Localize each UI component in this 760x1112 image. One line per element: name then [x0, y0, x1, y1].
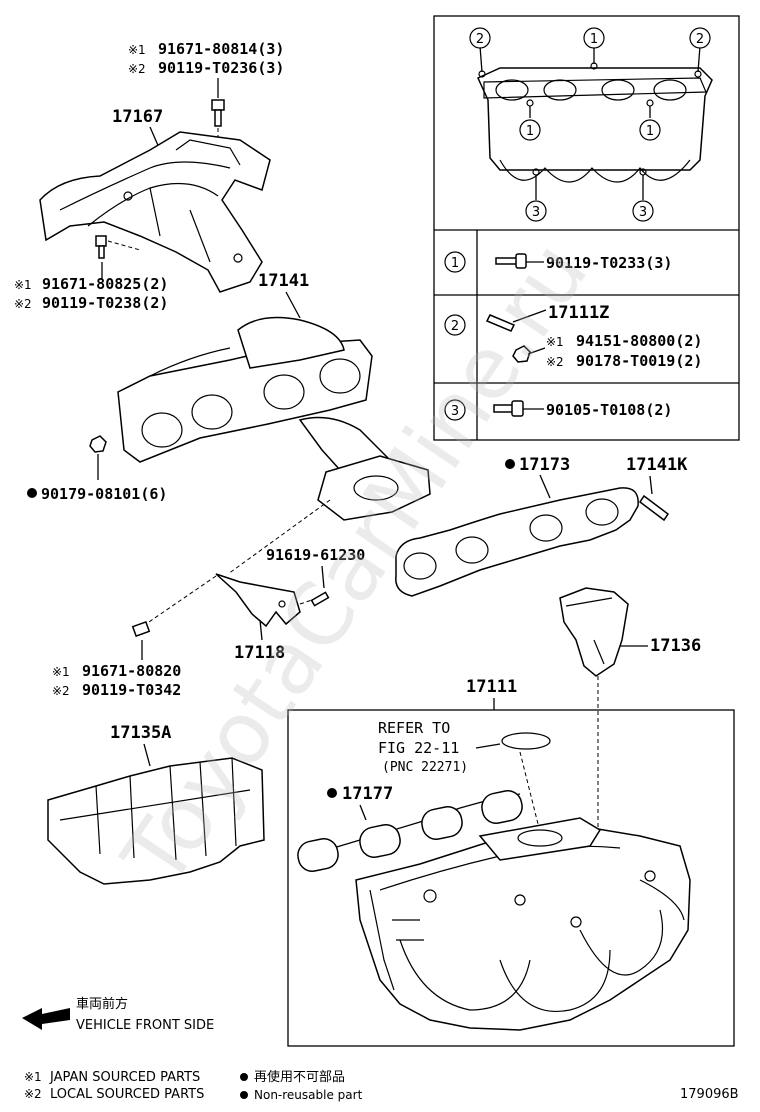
side-bolt-icon — [95, 235, 107, 259]
svg-text:1: 1 — [451, 256, 459, 271]
callout-3-left: 3 — [525, 200, 547, 222]
inset-row-3: 3 90105-T0108(2) — [444, 399, 672, 421]
svg-text:※2: ※2 — [128, 62, 146, 76]
svg-text:1: 1 — [526, 124, 534, 139]
figure-code: 179096B — [680, 1087, 739, 1102]
svg-text:3: 3 — [532, 205, 540, 220]
part-number-90105-T0108[interactable]: 90105-T0108(2) — [546, 401, 672, 419]
part-number-17173[interactable]: 17173 — [519, 455, 570, 475]
svg-text:再使用不可部品: 再使用不可部品 — [254, 1069, 345, 1085]
exhaust-gasket-drawing — [395, 487, 639, 597]
svg-text:※2: ※2 — [24, 1087, 42, 1101]
svg-text:※1: ※1 — [14, 278, 32, 292]
intake-gasket-drawing — [297, 790, 523, 872]
engine-cover-drawing — [47, 757, 265, 885]
part-number-91671-80814[interactable]: 91671-80814(3) — [158, 40, 284, 58]
svg-text:1: 1 — [590, 32, 598, 47]
nut-icon — [512, 345, 531, 363]
inset-row-1: 1 90119-T0233(3) — [444, 251, 672, 273]
callout-2-right: 2 — [689, 27, 711, 49]
label-side-bolt: ※1 91671-80825(2) ※2 90119-T0238(2) — [14, 275, 168, 312]
svg-text:2: 2 — [696, 32, 704, 47]
callout-2-left: 2 — [469, 27, 491, 49]
svg-text:※1: ※1 — [128, 43, 146, 57]
part-number-17118[interactable]: 17118 — [234, 643, 285, 663]
svg-text:LOCAL SOURCED PARTS: LOCAL SOURCED PARTS — [50, 1087, 204, 1102]
non-reusable-dot — [327, 788, 337, 798]
stud-icon — [485, 314, 516, 332]
insulator-17136-drawing — [559, 587, 629, 677]
inset-row-2: 2 17111Z ※1 94151-80800(2) ※2 90178-T001… — [444, 303, 702, 370]
part-number-90119-T0342[interactable]: 90119-T0342 — [82, 681, 181, 699]
callout-3-right: 3 — [632, 200, 654, 222]
part-number-17111[interactable]: 17111 — [466, 677, 517, 697]
bracket-drawing — [215, 573, 301, 628]
top-bolt-icon — [211, 99, 225, 127]
callout-1-left: 1 — [519, 119, 541, 141]
bolt-61230-icon — [310, 591, 330, 607]
part-number-90178-T0019[interactable]: 90178-T0019(2) — [576, 352, 702, 370]
part-number-90119-T0236[interactable]: 90119-T0236(3) — [158, 59, 284, 77]
svg-text:FIG 22-11: FIG 22-11 — [378, 739, 459, 757]
part-number-17177[interactable]: 17177 — [342, 784, 393, 804]
svg-text:REFER TO: REFER TO — [378, 719, 450, 737]
svg-text:※1: ※1 — [52, 665, 70, 679]
part-number-91671-80825[interactable]: 91671-80825(2) — [42, 275, 168, 293]
part-number-17136[interactable]: 17136 — [650, 636, 701, 656]
part-number-90119-T0238[interactable]: 90119-T0238(2) — [42, 294, 168, 312]
part-number-91671-80820[interactable]: 91671-80820 — [82, 662, 181, 680]
svg-text:(PNC 22271): (PNC 22271) — [382, 760, 468, 775]
svg-text:※2: ※2 — [546, 355, 564, 369]
intake-manifold-drawing — [355, 817, 691, 1031]
part-number-17111Z[interactable]: 17111Z — [548, 303, 609, 323]
label-bracket-bolt: ※1 91671-80820 ※2 90119-T0342 — [52, 662, 181, 699]
svg-text:3: 3 — [451, 404, 459, 419]
nut-90179-icon — [89, 435, 107, 453]
svg-text:※2: ※2 — [14, 297, 32, 311]
svg-text:※2: ※2 — [52, 684, 70, 698]
part-number-90179-08101[interactable]: 90179-08101(6) — [41, 485, 167, 503]
svg-text:車両前方: 車両前方 — [76, 996, 128, 1012]
inset-flange-drawing — [477, 62, 713, 183]
bracket-bolt-icon — [131, 620, 151, 638]
non-reusable-dot — [27, 488, 37, 498]
svg-text:※1: ※1 — [24, 1070, 42, 1084]
legend-sourced: ※1 JAPAN SOURCED PARTS ※2 LOCAL SOURCED … — [24, 1069, 363, 1102]
inset-panel: 2 1 2 1 1 3 3 1 — [433, 15, 740, 441]
svg-text:2: 2 — [476, 32, 484, 47]
o-ring-drawing — [501, 732, 551, 750]
intake-manifold-frame — [287, 709, 735, 1047]
callout-1-top: 1 — [583, 27, 605, 49]
flange-bolt-icon — [493, 400, 524, 417]
callout-1-right: 1 — [639, 119, 661, 141]
part-number-17141K[interactable]: 17141K — [626, 455, 688, 475]
part-number-90119-T0233[interactable]: 90119-T0233(3) — [546, 254, 672, 272]
stud-17141K-icon — [638, 494, 670, 522]
svg-text:1: 1 — [646, 124, 654, 139]
svg-text:VEHICLE FRONT SIDE: VEHICLE FRONT SIDE — [76, 1018, 214, 1033]
arrow-left-icon — [22, 1008, 70, 1030]
part-number-17167[interactable]: 17167 — [112, 107, 163, 127]
svg-text:2: 2 — [451, 319, 459, 334]
part-number-94151-80800[interactable]: 94151-80800(2) — [576, 332, 702, 350]
svg-text:JAPAN SOURCED PARTS: JAPAN SOURCED PARTS — [49, 1070, 200, 1085]
heat-insulator-drawing — [39, 131, 271, 293]
label-top-bolt: ※1 91671-80814(3) ※2 90119-T0236(3) — [128, 40, 284, 77]
front-arrow: 車両前方 VEHICLE FRONT SIDE — [22, 996, 214, 1033]
svg-text:Non-reusable part: Non-reusable part — [254, 1088, 363, 1102]
svg-text:3: 3 — [639, 205, 647, 220]
part-number-17141[interactable]: 17141 — [258, 271, 309, 291]
non-reusable-dot — [505, 459, 515, 469]
part-number-91619-61230[interactable]: 91619-61230 — [266, 546, 365, 564]
part-number-17135A[interactable]: 17135A — [110, 723, 171, 743]
refer-note: REFER TO FIG 22-11 (PNC 22271) — [378, 719, 468, 775]
svg-text:※1: ※1 — [546, 335, 564, 349]
exhaust-manifold-drawing — [117, 316, 431, 521]
bolt-icon — [495, 253, 527, 269]
